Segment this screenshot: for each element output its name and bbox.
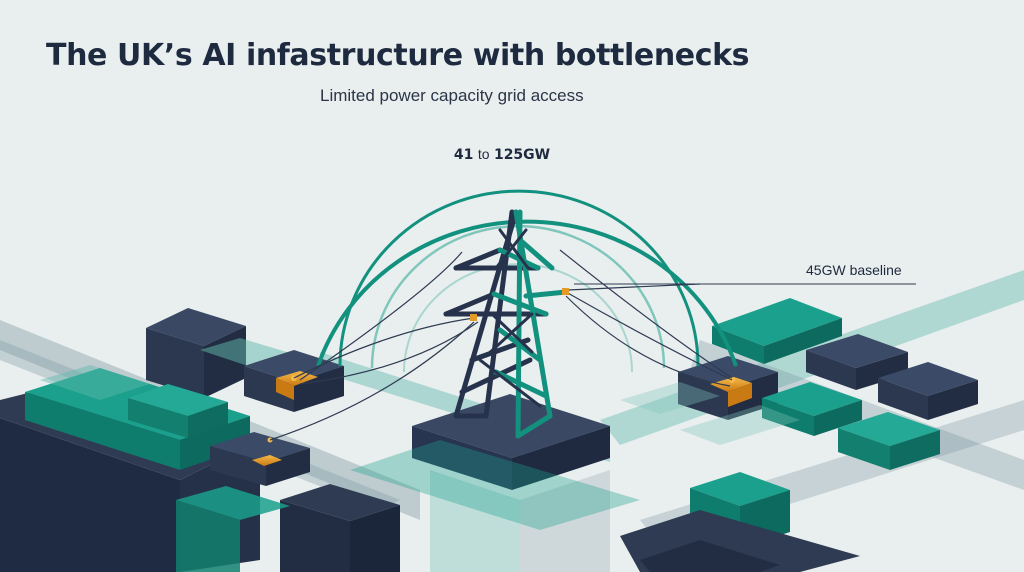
range-high: 125GW [493,147,551,163]
range-separator: to [477,146,490,162]
right-block-cluster [620,298,978,572]
transmission-tower-icon [443,209,569,439]
tower-base-platform [350,394,640,572]
left-block-cluster [0,308,400,572]
range-low: 41 [453,147,474,163]
baseline-label: 45GW baseline [806,262,902,278]
page-subtitle: Limited power capacity grid access [320,86,584,105]
power-lines [269,249,733,441]
page-title: The UK’s AI infastructure with bottlenec… [46,38,750,73]
capacity-range-label: 41 to 125GW [437,146,567,163]
